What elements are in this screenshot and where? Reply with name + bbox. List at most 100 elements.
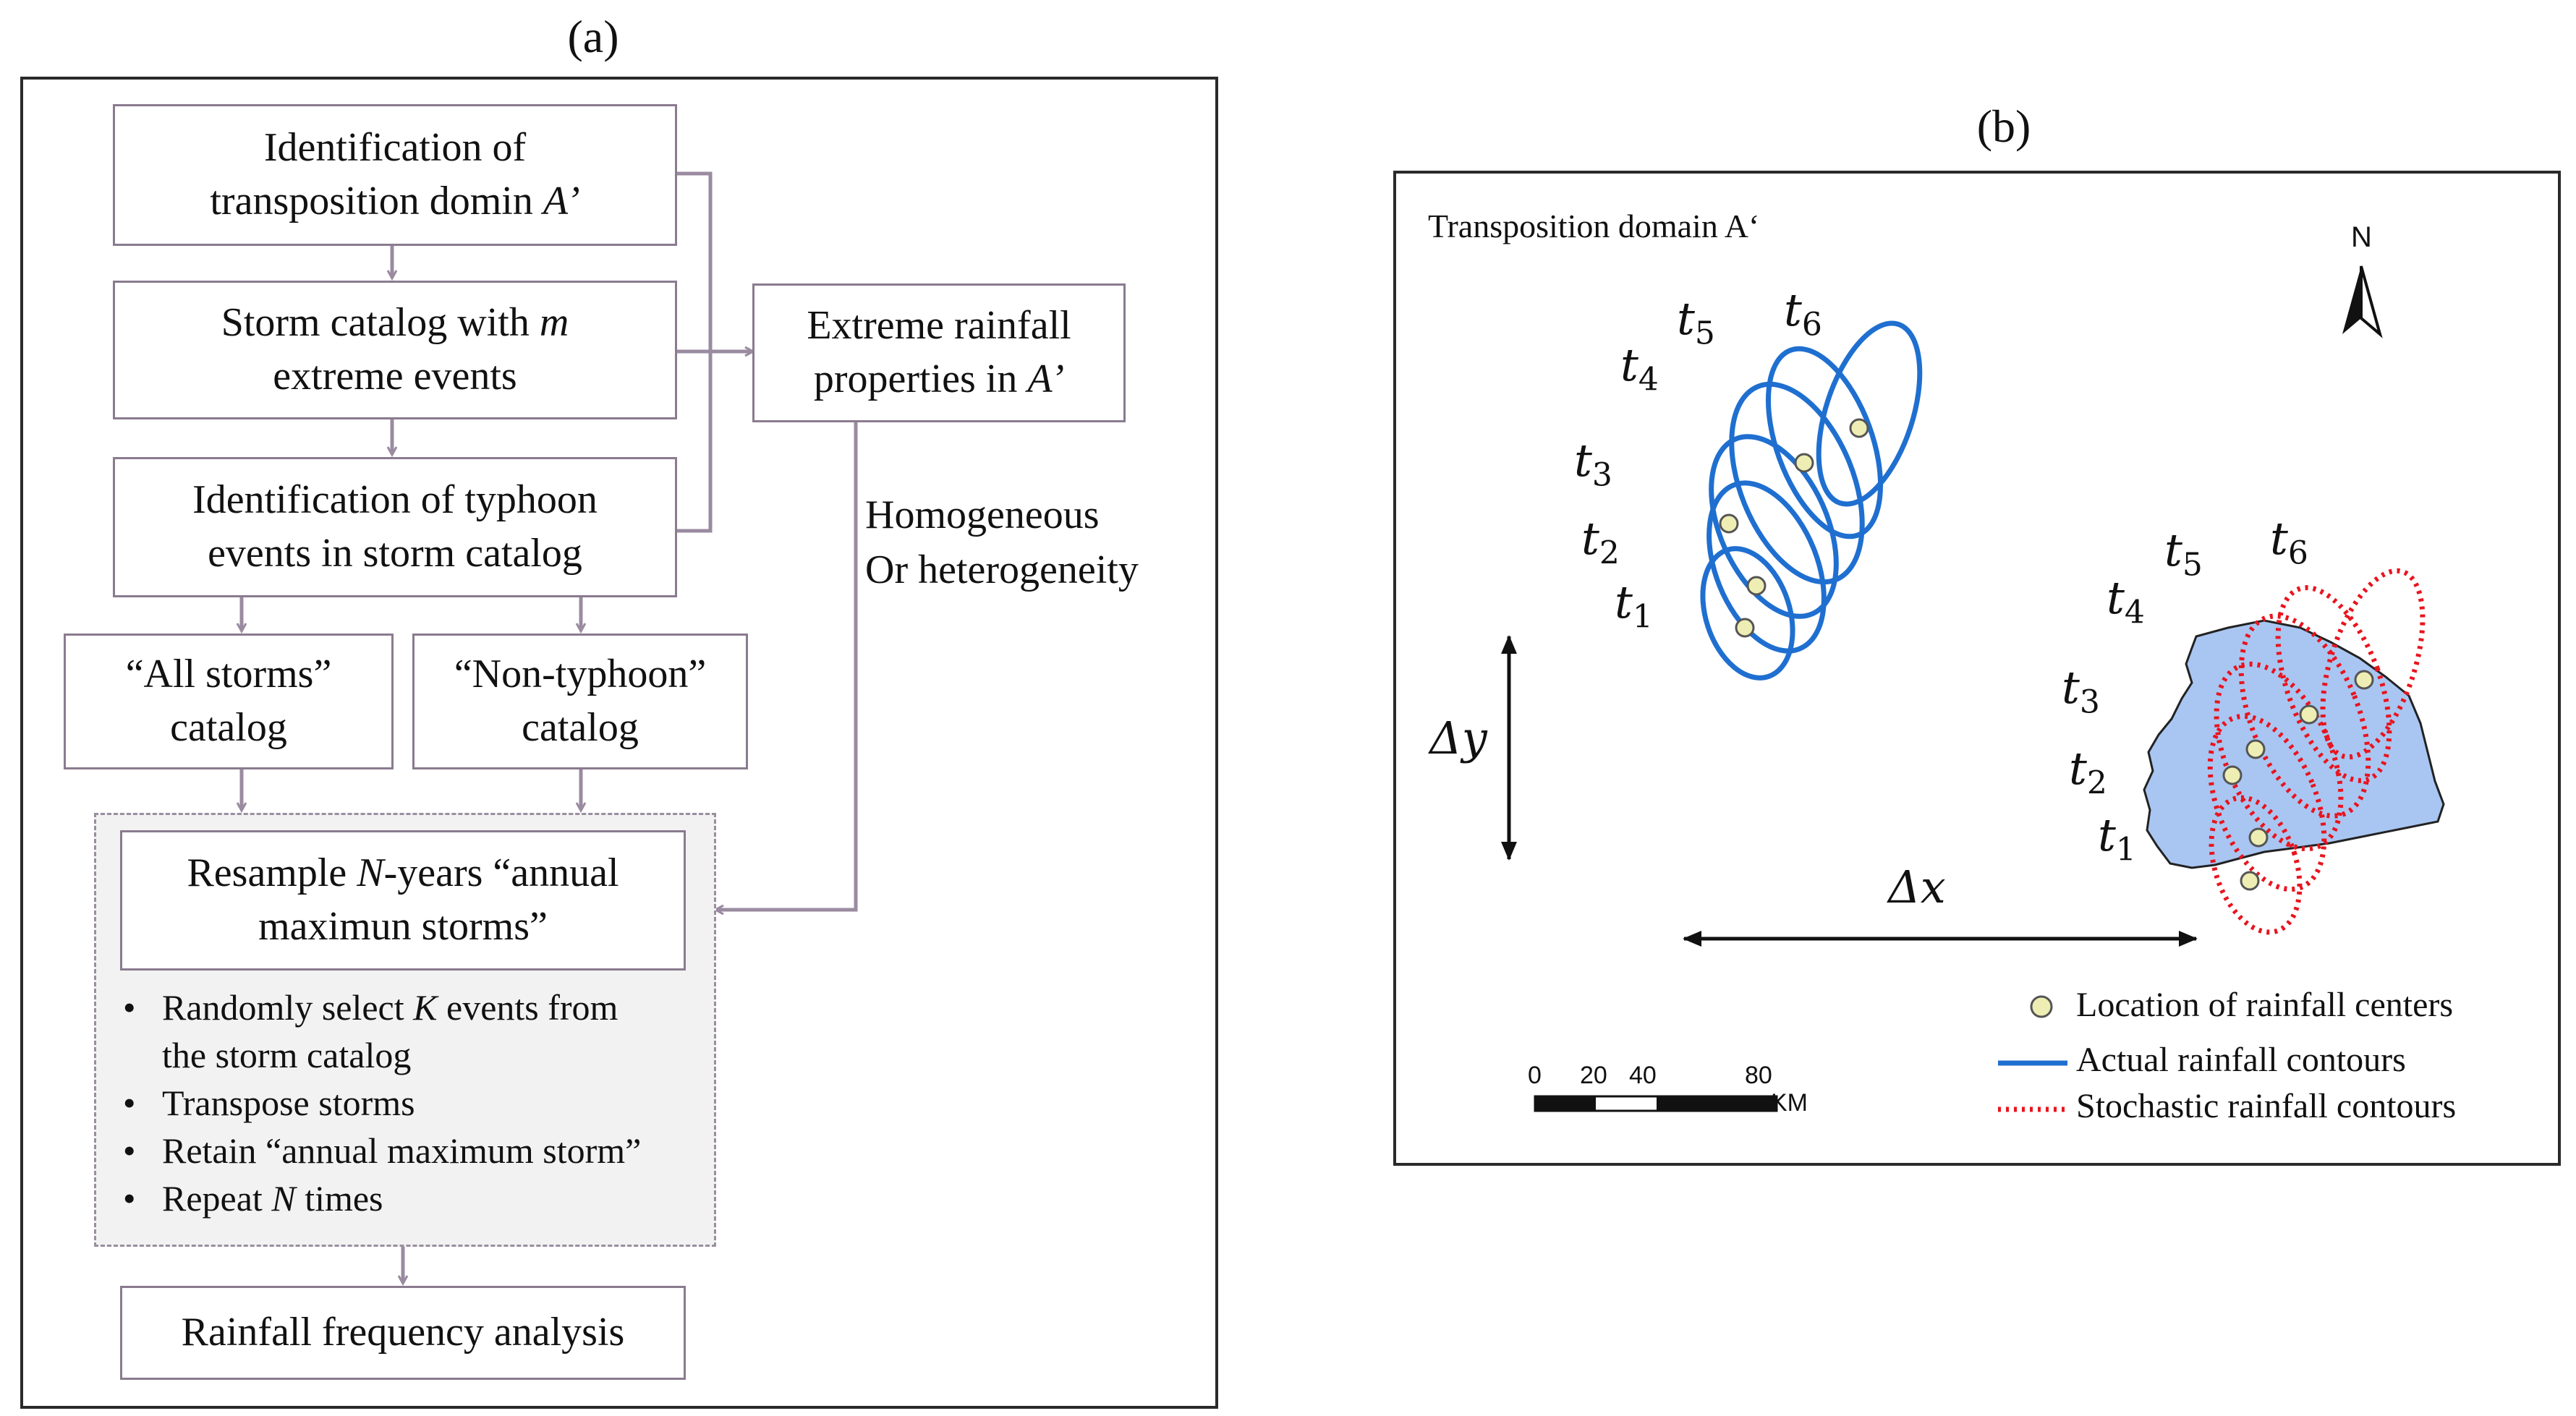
scale-tick-0: 0 — [1528, 1062, 1542, 1089]
non-typhoon-line2: catalog — [522, 705, 639, 750]
box-identification-domain: Identification of transposition domin A’ — [113, 104, 677, 246]
t4-label-stochastic: t4 — [2107, 571, 2145, 631]
step-repeat-pre: Repeat — [162, 1178, 272, 1219]
transposition-domain-title: Transposition domain A‘ — [1428, 208, 1760, 244]
t1-label-stochastic-sub: 1 — [2115, 831, 2136, 869]
step-select-var: K — [413, 987, 438, 1028]
t5-label-stochastic: t5 — [2164, 524, 2203, 583]
basin-area — [2143, 619, 2445, 869]
t3-label-actual-sub: 3 — [1591, 456, 1612, 494]
step-select-post: events from — [437, 987, 619, 1028]
step-transpose: Transpose storms — [117, 1079, 641, 1127]
t5-label-actual-sub: 5 — [1694, 315, 1715, 352]
scale-tick-20: 20 — [1580, 1062, 1607, 1089]
extreme-var: A’ — [1027, 357, 1065, 401]
frequency-text: Rainfall frequency analysis — [181, 1310, 625, 1355]
t6-label-actual: t6 — [1784, 283, 1822, 343]
step-repeat: Repeat N times — [117, 1174, 641, 1222]
stochastic-contours — [2207, 568, 2426, 935]
t6-label-stochastic-var: t — [2270, 512, 2288, 565]
t4-label-actual-sub: 4 — [1638, 361, 1659, 398]
arrow-extreme-resample — [716, 422, 858, 910]
t2-label-stochastic: t2 — [2069, 742, 2107, 801]
t2-label-stochastic-var: t — [2069, 742, 2087, 795]
t2-label-actual-var: t — [1581, 512, 1599, 565]
t4-label-stochastic-sub: 4 — [2124, 594, 2145, 631]
resample-steps: Randomly select K events from the storm … — [117, 984, 641, 1222]
delta-y-label: Δy — [1429, 712, 1487, 764]
extreme-line1: Extreme rainfall — [807, 303, 1071, 349]
box2-var: m — [539, 300, 569, 346]
all-storms-line2: catalog — [170, 705, 287, 750]
box3-line1: Identification of typhoon — [192, 477, 598, 523]
legend-actual-label: Actual rainfall contours — [2076, 1041, 2406, 1079]
north-label: N — [2351, 221, 2372, 253]
t1-label-actual-var: t — [1615, 576, 1633, 628]
t6-label-stochastic: t6 — [2270, 512, 2308, 571]
t6-label-stochastic-sub: 6 — [2287, 534, 2308, 572]
legend-center-symbol — [2030, 995, 2053, 1018]
t6-label-actual-var: t — [1784, 283, 1802, 336]
t5-label-actual: t5 — [1677, 292, 1715, 351]
t4-label-actual-var: t — [1620, 338, 1638, 391]
t3-label-stochastic-var: t — [2062, 661, 2080, 714]
box1-line1: Identification of — [263, 125, 527, 171]
box-storm-catalog: Storm catalog with m extreme events — [113, 281, 677, 419]
step-select-cont: the storm catalog — [162, 1035, 412, 1075]
legend-stochastic-label: Stochastic rainfall contours — [2076, 1087, 2457, 1125]
box-non-typhoon-catalog: “Non-typhoon” catalog — [412, 634, 748, 769]
box-typhoon-identification: Identification of typhoon events in stor… — [113, 457, 677, 597]
t2-label-actual: t2 — [1581, 512, 1620, 571]
homogeneous-line1: Homogeneous — [865, 492, 1100, 537]
t3-label-stochastic: t3 — [2062, 661, 2100, 720]
box-frequency-analysis: Rainfall frequency analysis — [120, 1286, 686, 1380]
box1-line2: transposition domin — [210, 179, 543, 223]
scale-bar — [1534, 1095, 1778, 1112]
t5-label-stochastic-sub: 5 — [2182, 546, 2203, 584]
scale-tick-80: 80 — [1745, 1062, 1772, 1089]
step-select-pre: Randomly select — [162, 987, 414, 1028]
panel-b-frame — [1393, 171, 2561, 1166]
t5-label-stochastic-var: t — [2164, 524, 2182, 576]
t1-label-stochastic-var: t — [2098, 809, 2116, 861]
extreme-line2: properties in — [813, 357, 1028, 401]
step-repeat-var: N — [271, 1178, 296, 1219]
step-select: Randomly select K events from — [117, 984, 641, 1031]
box-all-storms-catalog: “All storms” catalog — [64, 634, 394, 769]
t1-label-actual: t1 — [1615, 576, 1653, 635]
all-storms-line1: “All storms” — [125, 652, 332, 697]
t2-label-stochastic-sub: 2 — [2086, 764, 2107, 802]
box-extreme-rainfall: Extreme rainfall properties in A’ — [752, 283, 1126, 422]
box1-var: A’ — [543, 179, 580, 223]
box3-line2: events in storm catalog — [208, 531, 582, 576]
scale-unit: KM — [1771, 1089, 1808, 1117]
t3-label-actual-var: t — [1574, 434, 1592, 487]
north-arrow-icon — [2342, 265, 2383, 338]
t6-label-actual-sub: 6 — [1801, 306, 1822, 344]
t2-label-actual-sub: 2 — [1599, 534, 1620, 572]
panel-a-frame — [20, 77, 1218, 1409]
resample-pre: Resample — [187, 850, 357, 896]
step-repeat-post: times — [295, 1178, 383, 1219]
resample-post: -years “annual — [383, 850, 619, 896]
resample-line2: maximun storms” — [258, 904, 548, 949]
panel-b-label: (b) — [1976, 101, 2031, 152]
step-retain: Retain “annual maximum storm” — [117, 1127, 641, 1174]
scale-tick-40: 40 — [1629, 1062, 1657, 1089]
legend-centers-label: Location of rainfall centers — [2076, 986, 2454, 1024]
t3-label-stochastic-sub: 3 — [2079, 683, 2100, 721]
t3-label-actual: t3 — [1574, 434, 1612, 493]
t1-label-stochastic: t1 — [2098, 809, 2136, 868]
resample-var: N — [357, 850, 384, 896]
t5-label-actual-var: t — [1677, 292, 1695, 345]
homogeneous-label: Homogeneous Or heterogeneity — [865, 487, 1139, 597]
homogeneous-line2: Or heterogeneity — [865, 547, 1139, 592]
non-typhoon-line1: “Non-typhoon” — [454, 652, 707, 697]
panel-a-label: (a) — [567, 11, 619, 62]
delta-x-label: Δx — [1888, 861, 1946, 913]
t4-label-stochastic-var: t — [2107, 571, 2125, 624]
actual-contours — [1700, 320, 1923, 681]
box2-line1: Storm catalog with — [221, 300, 540, 346]
